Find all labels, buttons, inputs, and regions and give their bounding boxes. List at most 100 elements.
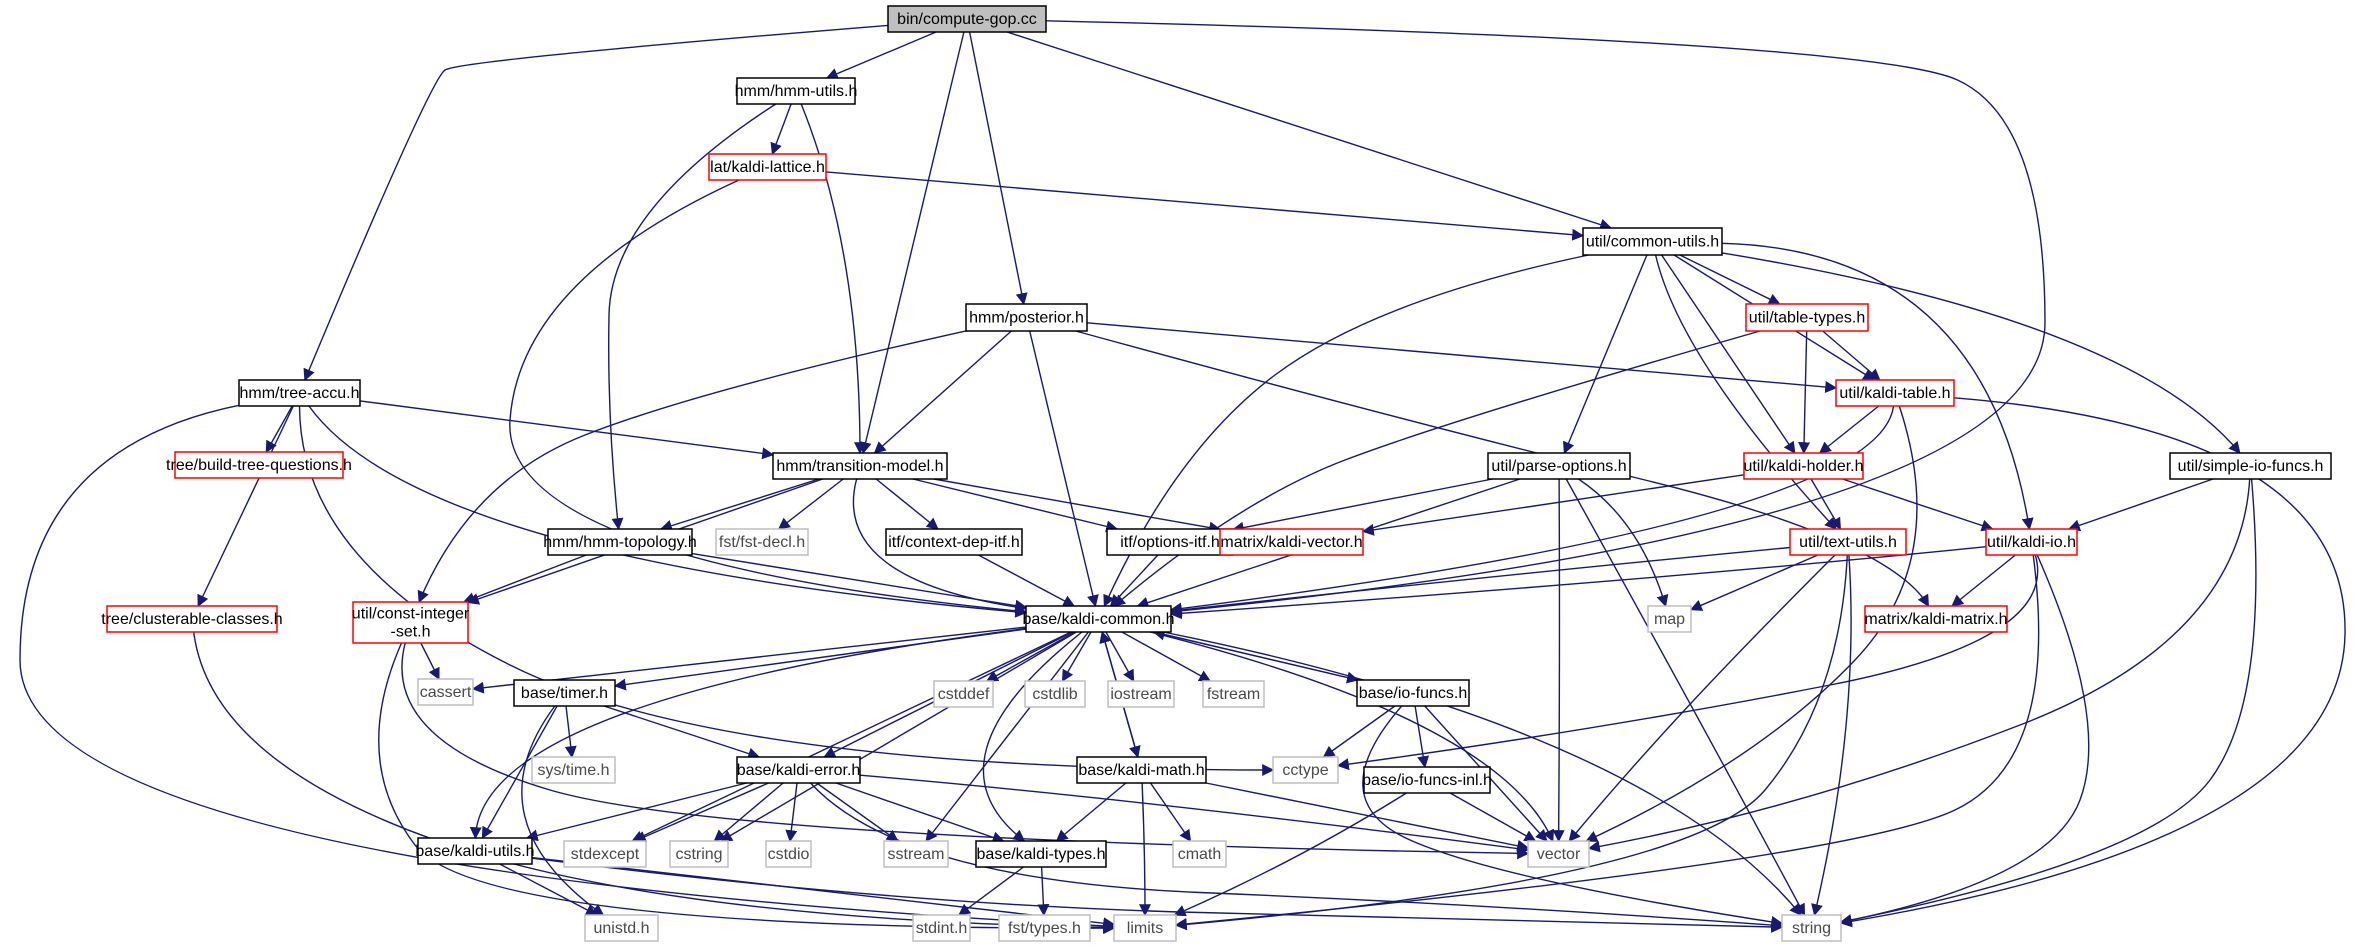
node-label: hmm/tree-accu.h	[239, 385, 359, 402]
edge-text_utils-to-kaldi_common	[1169, 546, 1791, 616]
node-box	[715, 528, 809, 556]
node-cstdlib: cstdlib	[1024, 680, 1086, 708]
node-label: base/kaldi-error.h	[737, 762, 861, 779]
node-parse-options[interactable]: util/parse-options.h	[1487, 452, 1631, 480]
edge-kaldi_math-to-vector	[1205, 782, 1530, 852]
edge-simple_io-to-kaldi_io	[2067, 478, 2214, 532]
edge-kaldi_error-to-cstdio	[785, 782, 798, 843]
node-label: map	[1654, 611, 1685, 628]
node-transition-model[interactable]: hmm/transition-model.h	[772, 452, 948, 480]
edge-kaldi_io-to-kaldi_matrix	[1951, 554, 2016, 607]
node-context-dep-itf[interactable]: itf/context-dep-itf.h	[885, 528, 1023, 556]
edge-tree_accu-to-limits	[19, 404, 1116, 932]
edge-kaldi_holder-to-kaldi_io	[1842, 478, 1994, 532]
node-kaldi-error[interactable]: base/kaldi-error.h	[736, 756, 861, 784]
node-label: unistd.h	[593, 920, 649, 937]
edge-posterior-to-kaldi_common	[1029, 330, 1099, 608]
node-label: itf/context-dep-itf.h	[888, 534, 1020, 551]
node-label: cmath	[1178, 846, 1222, 863]
node-const-int-set[interactable]: util/const-integer-set.h	[352, 601, 470, 644]
node-box	[1864, 605, 2008, 633]
node-fstream: fstream	[1202, 680, 1265, 708]
node-posterior[interactable]: hmm/posterior.h	[965, 303, 1088, 332]
node-kaldi-utils[interactable]: base/kaldi-utils.h	[415, 837, 535, 865]
node-label: cstdio	[768, 846, 810, 863]
node-box	[1582, 227, 1723, 256]
edge-text_utils-to-map	[1689, 554, 1819, 611]
node-box	[708, 153, 827, 181]
node-box	[1363, 766, 1491, 794]
node-table-types[interactable]: util/table-types.h	[1745, 303, 1869, 332]
node-box	[912, 914, 971, 942]
node-box	[238, 379, 361, 407]
node-label: hmm/transition-model.h	[776, 458, 943, 475]
node-box	[1743, 452, 1864, 480]
node-box	[563, 840, 647, 868]
edge-timer-to-unistd	[521, 705, 605, 916]
edge-tree_accu-to-transition_model	[359, 400, 775, 460]
node-label: matrix/kaldi-vector.h	[1220, 534, 1362, 551]
edge-tree_accu-to-build_tree_q	[265, 405, 293, 454]
node-label: base/kaldi-math.h	[1078, 762, 1204, 779]
node-kaldi-types[interactable]: base/kaldi-types.h	[975, 840, 1107, 868]
node-clusterable[interactable]: tree/clusterable-classes.h	[101, 605, 283, 633]
edge-posterior-to-transition_model	[873, 330, 1012, 454]
node-box	[531, 756, 616, 784]
node-sys-time: sys/time.h	[531, 756, 616, 784]
node-common-utils[interactable]: util/common-utils.h	[1582, 227, 1723, 256]
edge-common_utils-to-kaldi_holder	[1661, 254, 1796, 454]
node-box	[1172, 840, 1227, 868]
edge-kaldi_common-to-fstream	[1121, 631, 1212, 682]
edge-parse_options-to-map	[1578, 478, 1669, 608]
node-box	[998, 914, 1091, 942]
edge-root-to-kaldi_common	[1045, 20, 2046, 617]
node-kaldi-matrix[interactable]: matrix/kaldi-matrix.h	[1864, 605, 2008, 633]
node-box	[417, 678, 474, 706]
node-label: tree/clusterable-classes.h	[101, 611, 282, 628]
node-label: cstring	[675, 846, 722, 863]
edge-kaldi_table-to-kaldi_common	[1169, 405, 1895, 615]
node-label: base/kaldi-common.h	[1022, 611, 1174, 628]
node-root[interactable]: bin/compute-gop.cc	[887, 5, 1047, 33]
node-timer[interactable]: base/timer.h	[513, 679, 616, 707]
node-label: util/kaldi-io.h	[1987, 534, 2076, 551]
node-kaldi-vector[interactable]: matrix/kaldi-vector.h	[1219, 528, 1364, 556]
node-options-itf[interactable]: itf/options-itf.h	[1106, 528, 1234, 556]
node-box	[1745, 303, 1869, 332]
node-box	[1527, 840, 1590, 868]
edge-transition_model-to-kaldi_vector	[933, 478, 1222, 534]
edge-kaldi_table-to-kaldi_holder	[1818, 405, 1880, 454]
edge-simple_io-to-vector	[1587, 478, 2251, 853]
edge-kaldi_error-to-kaldi_utils	[525, 782, 747, 842]
node-kaldi-lattice[interactable]: lat/kaldi-lattice.h	[708, 153, 827, 181]
node-label: fst/types.h	[1008, 920, 1081, 937]
edge-kaldi_common-to-cstdlib	[1061, 631, 1092, 683]
edge-io_funcs-to-io_funcs_inl	[1414, 705, 1430, 769]
node-kaldi-math[interactable]: base/kaldi-math.h	[1076, 756, 1207, 784]
node-text-utils[interactable]: util/text-utils.h	[1789, 528, 1907, 556]
node-box	[1025, 605, 1172, 633]
node-label: bin/compute-gop.cc	[897, 11, 1037, 28]
node-tree-accu[interactable]: hmm/tree-accu.h	[238, 379, 361, 407]
node-kaldi-common[interactable]: base/kaldi-common.h	[1022, 605, 1175, 633]
node-build-tree-q[interactable]: tree/build-tree-questions.h	[166, 451, 352, 479]
edge-parse_options-to-options_itf	[1231, 478, 1493, 534]
node-hmm-topology[interactable]: hmm/hmm-topology.h	[543, 528, 697, 556]
node-box	[1781, 914, 1842, 942]
node-io-funcs-inl[interactable]: base/io-funcs-inl.h	[1362, 766, 1492, 794]
edge-transition_model-to-context_dep_itf	[875, 478, 939, 530]
edge-hmm_topology-to-const_int_set	[462, 554, 587, 604]
node-fst-types: fst/types.h	[998, 914, 1091, 942]
node-label: cassert	[420, 684, 472, 701]
node-box	[772, 452, 948, 480]
edge-root-to-common_utils	[1006, 31, 1613, 231]
node-hmm-utils[interactable]: hmm/hmm-utils.h	[735, 77, 858, 105]
node-kaldi-io[interactable]: util/kaldi-io.h	[1985, 528, 2078, 556]
edge-text_utils-to-string	[1811, 554, 1852, 917]
edge-kaldi_types-to-stdint	[958, 866, 1024, 916]
node-kaldi-table[interactable]: util/kaldi-table.h	[1835, 379, 1955, 407]
node-kaldi-holder[interactable]: util/kaldi-holder.h	[1743, 452, 1864, 480]
node-simple-io[interactable]: util/simple-io-funcs.h	[2169, 452, 2332, 480]
edge-io_funcs-to-string	[1362, 705, 1784, 928]
node-io-funcs[interactable]: base/io-funcs.h	[1356, 679, 1470, 707]
